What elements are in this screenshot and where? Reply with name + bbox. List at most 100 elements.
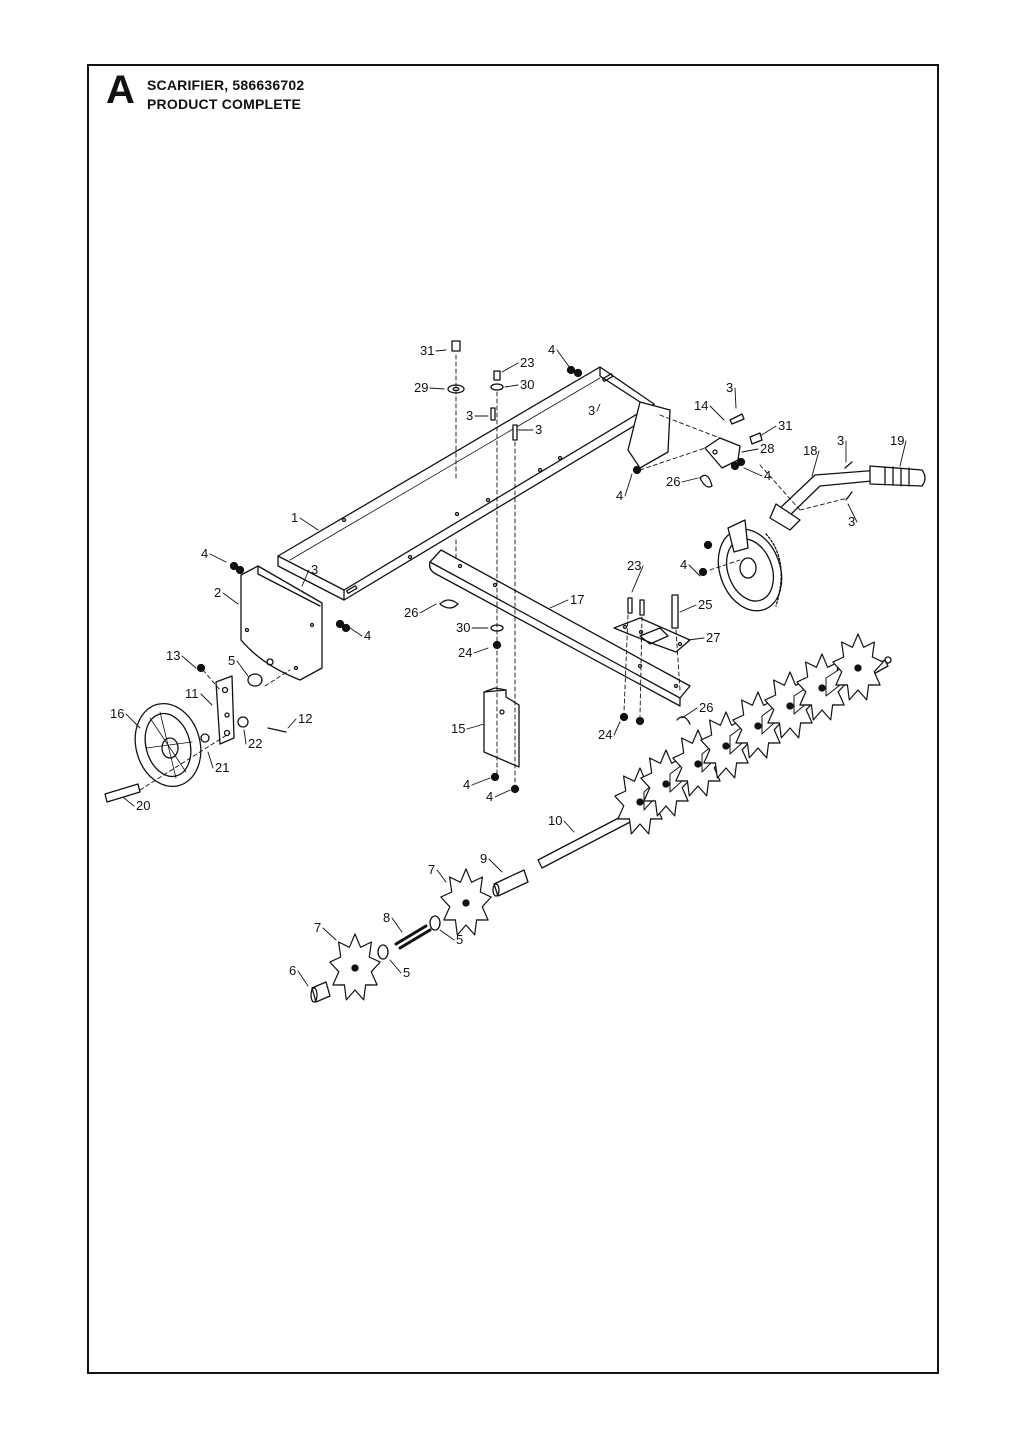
callout-leader-4	[471, 777, 491, 786]
callout-leader-30	[504, 384, 519, 388]
callout-label-22: 22	[248, 736, 262, 751]
callout-label-4: 4	[548, 342, 555, 357]
callout-label-26: 26	[666, 474, 680, 489]
callout-leader-25	[679, 604, 697, 613]
callout-label-15: 15	[451, 721, 465, 736]
handle-bracket-28	[704, 437, 741, 469]
roller-star-wheel-6-hub	[786, 702, 794, 710]
callout-leader-6	[297, 970, 309, 987]
callout-label-30: 30	[520, 377, 534, 392]
callout-leader-19	[899, 440, 907, 467]
callout-label-26: 26	[699, 700, 713, 715]
callout-label-10: 10	[548, 813, 562, 828]
callout-label-13: 13	[166, 648, 180, 663]
callout-leader-4	[349, 627, 363, 637]
callout-label-9: 9	[480, 851, 487, 866]
callout-label-3: 3	[466, 408, 473, 423]
roller-star-wheel-1-hub	[636, 798, 644, 806]
callout-label-4: 4	[680, 557, 687, 572]
callout-label-21: 21	[215, 760, 229, 775]
loose-star-wheel-lower-hub	[351, 964, 359, 972]
callout-label-2: 2	[214, 585, 221, 600]
callout-leader-24	[473, 647, 489, 654]
callout-leader-3	[301, 569, 310, 587]
callout-leader-9	[488, 858, 503, 873]
callout-label-7: 7	[314, 920, 321, 935]
callout-label-19: 19	[890, 433, 904, 448]
callout-label-3: 3	[311, 562, 318, 577]
callout-label-31: 31	[420, 343, 434, 358]
roller-star-wheel-8-hub	[854, 664, 862, 672]
callout-label-12: 12	[298, 711, 312, 726]
callout-label-31: 31	[778, 418, 792, 433]
main-frame-part	[277, 366, 671, 601]
callout-leader-3	[847, 503, 858, 523]
callout-leader-3	[596, 403, 601, 412]
callout-leader-23	[631, 565, 644, 593]
callout-label-23: 23	[520, 355, 534, 370]
roller-star-wheel-7-hub	[818, 684, 826, 692]
callout-label-30: 30	[456, 620, 470, 635]
loose-star-wheel-upper-hub	[462, 899, 470, 907]
callout-leader-29	[429, 387, 445, 390]
callout-leader-26	[681, 477, 699, 483]
roller-star-wheel-4-hub	[722, 742, 730, 750]
callout-leader-5	[389, 959, 402, 974]
callout-leader-28	[741, 448, 759, 453]
callout-leader-12	[287, 718, 297, 729]
callout-label-18: 18	[803, 443, 817, 458]
callout-label-27: 27	[706, 630, 720, 645]
callout-leader-31	[759, 425, 777, 437]
callout-leader-7	[436, 869, 447, 883]
callout-leader-5	[439, 929, 455, 941]
section-letter: A	[106, 68, 135, 112]
callout-leader-1	[299, 517, 319, 531]
callout-leader-13	[181, 655, 197, 669]
roller-star-wheel-2-hub	[662, 780, 670, 788]
callout-label-3: 3	[535, 422, 542, 437]
diagram-subtitle: PRODUCT COMPLETE	[147, 96, 302, 112]
callout-label-4: 4	[616, 488, 623, 503]
callout-leader-24	[613, 721, 621, 736]
callout-leader-2	[222, 592, 239, 605]
callout-leader-31	[435, 349, 447, 352]
callout-leader-16	[125, 713, 141, 729]
callout-leader-27	[687, 637, 705, 641]
callout-leader-11	[200, 693, 213, 706]
cross-bar-part	[428, 549, 691, 707]
callout-label-4: 4	[764, 468, 771, 483]
callout-label-7: 7	[428, 862, 435, 877]
callout-leader-20	[123, 797, 135, 807]
callout-leader-10	[563, 820, 575, 833]
callout-leader-4	[556, 349, 571, 369]
callout-label-24: 24	[458, 645, 472, 660]
callout-label-25: 25	[698, 597, 712, 612]
callout-leader-21	[207, 751, 214, 769]
roller-star-wheel-5-hub	[754, 722, 762, 730]
callout-label-4: 4	[364, 628, 371, 643]
left-side-plate	[240, 565, 323, 681]
callout-label-11: 11	[185, 686, 199, 701]
callout-label-4: 4	[201, 546, 208, 561]
callout-leader-4	[494, 789, 511, 798]
callout-label-3: 3	[837, 433, 844, 448]
callout-label-3: 3	[726, 380, 733, 395]
callout-label-23: 23	[627, 558, 641, 573]
callout-leader-5	[236, 660, 249, 677]
axle-bracket-11	[215, 675, 235, 745]
callout-label-20: 20	[136, 798, 150, 813]
callout-label-17: 17	[570, 592, 584, 607]
diagram-title: SCARIFIER, 586636702	[147, 77, 305, 93]
right-wheel	[717, 519, 783, 612]
callout-label-5: 5	[456, 932, 463, 947]
callout-label-6: 6	[289, 963, 296, 978]
callout-label-4: 4	[486, 789, 493, 804]
callout-leader-4	[688, 564, 701, 577]
callout-label-16: 16	[110, 706, 124, 721]
callout-leader-18	[811, 450, 820, 477]
hardware	[104, 340, 853, 803]
assembly-dashed-lines	[139, 354, 849, 791]
callout-label-4: 4	[463, 777, 470, 792]
callout-label-29: 29	[414, 380, 428, 395]
